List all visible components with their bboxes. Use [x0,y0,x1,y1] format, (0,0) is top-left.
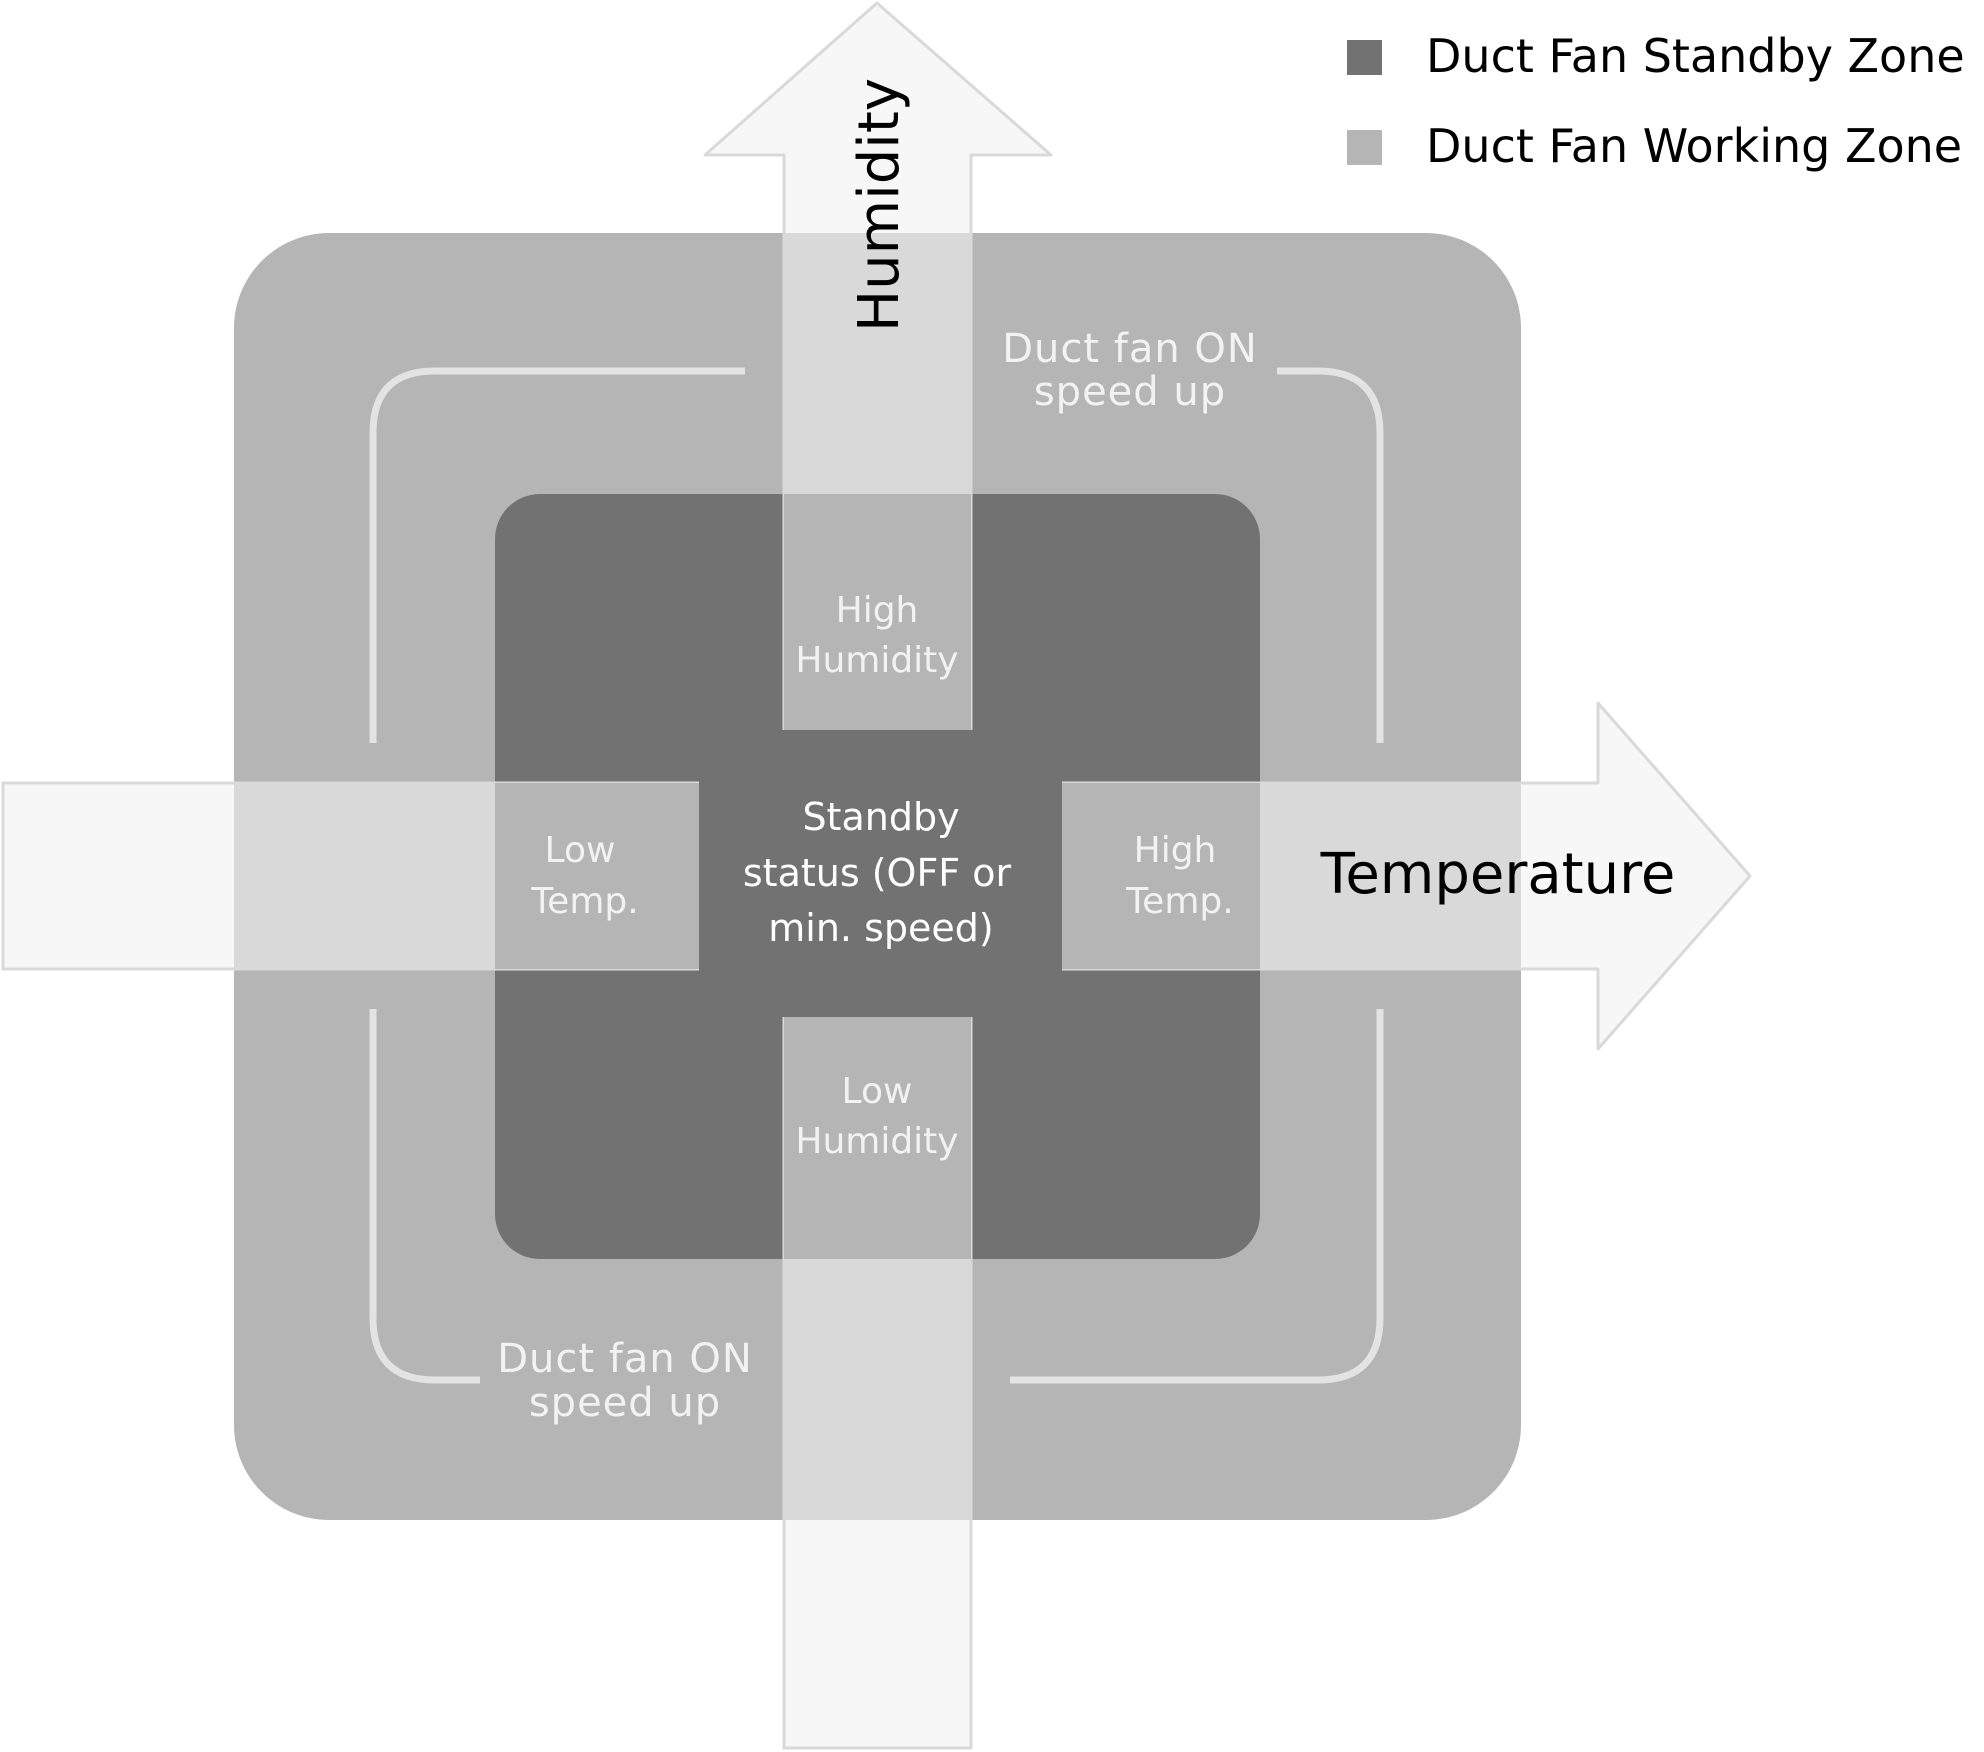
label-high-humidity: High Humidity [795,590,958,681]
standby-center-left [699,730,700,731]
temperature-axis-label: Temperature [1320,842,1676,907]
label-top-right: Duct fan ON speed up [1002,326,1258,415]
label-bottom-left-line2: speed up [529,1380,721,1426]
high-temp-zone [1062,783,1260,969]
legend-standby-label: Duct Fan Standby Zone [1426,29,1965,83]
label-bottom-left: Duct fan ON speed up [497,1336,753,1426]
label-standby: Standby status (OFF or min. speed) [743,795,1012,950]
label-high-temp-line2: Temp. [1125,881,1233,922]
standby-center [699,730,1062,1017]
label-high-temp-line1: High [1134,830,1217,871]
label-standby-line1: Standby [802,795,959,839]
legend-working-label: Duct Fan Working Zone [1426,119,1962,173]
label-high-humidity-line2: Humidity [795,640,958,681]
low-temp-zone [495,783,699,969]
label-standby-line2: status (OFF or [743,851,1012,895]
bracket-top-right [1277,367,1384,743]
bracket-bottom-right [1010,1009,1384,1384]
legend: Duct Fan Standby Zone Duct Fan Working Z… [1347,29,1965,173]
label-low-humidity: Low Humidity [795,1071,958,1162]
legend-standby-swatch [1347,40,1382,75]
legend-working-swatch [1347,130,1382,165]
label-standby-line3: min. speed) [768,906,993,950]
bracket-bottom-left [369,1009,480,1384]
label-low-humidity-line2: Humidity [795,1121,958,1162]
label-top-right-line1: Duct fan ON [1002,326,1258,372]
low-humidity-zone [784,1017,971,1259]
label-low-temp-line1: Low [545,830,616,871]
label-top-right-line2: speed up [1034,369,1226,415]
label-high-humidity-line1: High [836,590,919,631]
label-low-temp-line2: Temp. [530,881,638,922]
label-low-humidity-line1: Low [842,1071,913,1112]
bracket-top-left [369,367,745,743]
label-bottom-left-line1: Duct fan ON [497,1336,753,1382]
high-humidity-zone [784,494,971,730]
humidity-axis-label: Humidity [847,78,912,332]
label-low-temp: Low Temp. [530,830,638,922]
label-high-temp: High Temp. [1125,830,1233,922]
zone-brackets [369,367,1384,1384]
